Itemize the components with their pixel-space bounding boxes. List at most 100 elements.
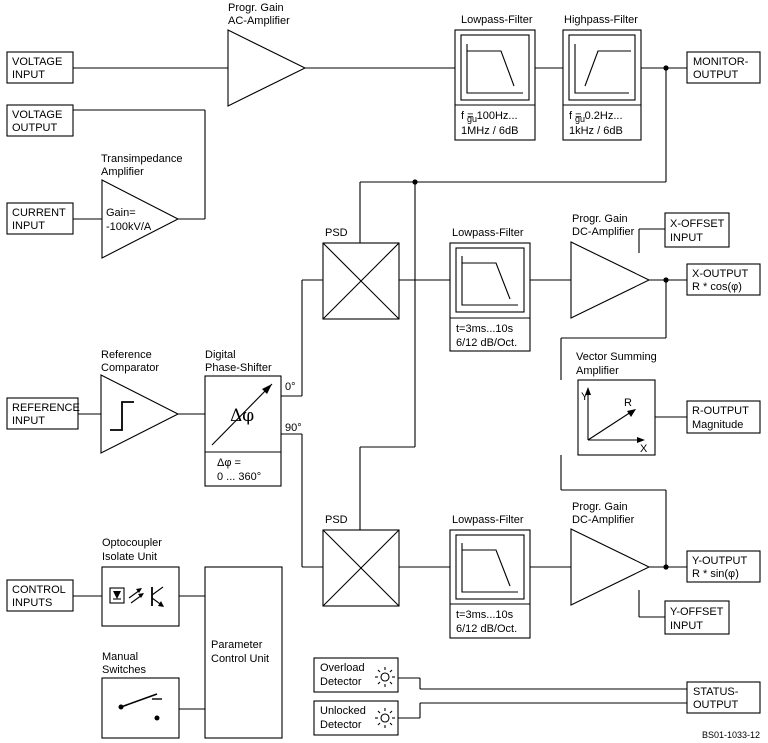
overload-detector: Overload Detector bbox=[313, 657, 399, 693]
reference-input-box: REFERENCE INPUT bbox=[6, 397, 80, 430]
highpass-curve bbox=[584, 50, 631, 87]
svg-text:-100kV/A: -100kV/A bbox=[106, 221, 152, 233]
svg-text:t=3ms...10s: t=3ms...10s bbox=[456, 323, 514, 335]
svg-text:Progr. Gain: Progr. Gain bbox=[572, 213, 628, 225]
svg-text:Vector Summing: Vector Summing bbox=[576, 351, 657, 363]
psd-lower: PSD bbox=[322, 514, 400, 607]
svg-text:Detector: Detector bbox=[320, 719, 362, 731]
figure-reference: BS01-1033-12 bbox=[702, 730, 760, 740]
svg-text:CURRENT: CURRENT bbox=[12, 207, 66, 219]
y-dc-amplifier: Progr. Gain DC-Amplifier bbox=[570, 501, 651, 606]
switch-icon bbox=[118, 693, 162, 721]
lowpass-curve bbox=[467, 50, 515, 87]
y-lowpass-filter: Lowpass-Filter t=3ms...10s 6/12 dB/Oct. bbox=[449, 514, 531, 639]
svg-text:VOLTAGE: VOLTAGE bbox=[12, 56, 62, 68]
voltage-output-box: VOLTAGE OUTPUT bbox=[6, 104, 74, 137]
ac-amplifier: Progr. Gain AC-Amplifier bbox=[227, 2, 307, 107]
manual-switches: Manual Switches bbox=[101, 651, 180, 739]
signal-wires bbox=[73, 67, 687, 719]
vector-summing-amplifier: Vector Summing Amplifier Y R X bbox=[576, 351, 657, 456]
svg-text:PSD: PSD bbox=[325, 227, 348, 239]
svg-text:Detector: Detector bbox=[320, 676, 362, 688]
svg-text:INPUT: INPUT bbox=[12, 415, 45, 427]
amplifier-triangle bbox=[570, 241, 651, 319]
svg-text:Unlocked: Unlocked bbox=[320, 705, 366, 717]
svg-text:Switches: Switches bbox=[102, 664, 147, 676]
svg-text:Δφ: Δφ bbox=[230, 406, 254, 426]
svg-text:Y-OFFSET: Y-OFFSET bbox=[670, 606, 724, 618]
r-output-box: R-OUTPUT Magnitude bbox=[686, 400, 761, 434]
monitor-output-box: MONITOR- OUTPUT bbox=[686, 51, 761, 84]
x-output-box: X-OUTPUT R * cos(φ) bbox=[686, 263, 761, 296]
svg-text:INPUT: INPUT bbox=[12, 69, 45, 81]
svg-text:1MHz / 6dB: 1MHz / 6dB bbox=[461, 125, 518, 137]
svg-text:VOLTAGE: VOLTAGE bbox=[12, 109, 62, 121]
svg-text:Overload: Overload bbox=[320, 662, 365, 674]
lamp-icon bbox=[375, 708, 395, 728]
svg-text:OUTPUT: OUTPUT bbox=[693, 69, 739, 81]
svg-text:Lowpass-Filter: Lowpass-Filter bbox=[461, 14, 533, 26]
svg-text:OUTPUT: OUTPUT bbox=[12, 122, 58, 134]
svg-text:INPUT: INPUT bbox=[670, 232, 703, 244]
status-output-box: STATUS- OUTPUT bbox=[686, 681, 761, 714]
svg-text:Lowpass-Filter: Lowpass-Filter bbox=[452, 514, 524, 526]
reference-comparator: Reference Comparator bbox=[100, 349, 180, 454]
y-output-box: Y-OUTPUT R * sin(φ) bbox=[686, 550, 761, 583]
psd-upper: PSD bbox=[322, 227, 400, 320]
svg-text:REFERENCE: REFERENCE bbox=[12, 402, 80, 414]
digital-phase-shifter: Digital Phase-Shifter Δφ Δφ = 0 ... 360°… bbox=[204, 349, 302, 487]
svg-text:X-OFFSET: X-OFFSET bbox=[670, 218, 725, 230]
monitor-highpass-filter: Highpass-Filter f = 0.2Hz... gu 1kHz / 6… bbox=[562, 14, 642, 141]
svg-text:Manual: Manual bbox=[102, 651, 138, 663]
parameter-control-unit: Parameter Control Unit bbox=[204, 566, 283, 739]
svg-text:0°: 0° bbox=[285, 381, 296, 393]
svg-text:CONTROL: CONTROL bbox=[12, 584, 66, 596]
lamp-icon bbox=[375, 667, 395, 687]
svg-text:X: X bbox=[640, 443, 648, 455]
svg-text:Control Unit: Control Unit bbox=[211, 653, 269, 665]
svg-text:R: R bbox=[624, 397, 632, 409]
svg-text:X-OUTPUT: X-OUTPUT bbox=[692, 268, 749, 280]
y-offset-input-box: Y-OFFSET INPUT bbox=[664, 600, 730, 635]
svg-text:R-OUTPUT: R-OUTPUT bbox=[692, 405, 749, 417]
lowpass-curve bbox=[462, 262, 511, 300]
voltage-input-box: VOLTAGE INPUT bbox=[6, 51, 74, 84]
svg-text:Amplifier: Amplifier bbox=[576, 365, 619, 377]
svg-text:0 ... 360°: 0 ... 360° bbox=[217, 471, 261, 483]
x-offset-input-box: X-OFFSET INPUT bbox=[664, 212, 730, 248]
svg-text:6/12 dB/Oct.: 6/12 dB/Oct. bbox=[456, 337, 517, 349]
amplifier-triangle bbox=[570, 528, 651, 606]
svg-text:Phase-Shifter: Phase-Shifter bbox=[205, 362, 272, 374]
svg-text:Reference: Reference bbox=[101, 349, 152, 361]
amplifier-triangle bbox=[227, 29, 307, 107]
svg-text:t=3ms...10s: t=3ms...10s bbox=[456, 609, 514, 621]
svg-text:Progr. Gain: Progr. Gain bbox=[228, 2, 284, 14]
phase-arrow-icon bbox=[211, 383, 273, 446]
svg-text:6/12 dB/Oct.: 6/12 dB/Oct. bbox=[456, 623, 517, 635]
optocoupler-icon bbox=[109, 586, 164, 607]
svg-text:R * cos(φ): R * cos(φ) bbox=[692, 281, 742, 293]
filter-axes bbox=[466, 44, 523, 94]
svg-text:R * sin(φ): R * sin(φ) bbox=[692, 568, 739, 580]
svg-text:Δφ =: Δφ = bbox=[217, 457, 241, 469]
svg-text:MONITOR-: MONITOR- bbox=[693, 56, 749, 68]
monitor-lowpass-filter: Lowpass-Filter f = 100Hz... gu 1MHz / 6d… bbox=[454, 14, 536, 141]
amplifier-triangle bbox=[101, 179, 180, 259]
svg-text:Amplifier: Amplifier bbox=[101, 166, 144, 178]
transimpedance-amplifier: Transimpedance Amplifier Gain= -100kV/A bbox=[101, 153, 183, 259]
svg-text:PSD: PSD bbox=[325, 514, 348, 526]
svg-text:f = 100Hz...: f = 100Hz... bbox=[461, 110, 518, 122]
control-inputs-box: CONTROL INPUTS bbox=[6, 579, 74, 612]
svg-text:Comparator: Comparator bbox=[101, 362, 159, 374]
svg-text:OUTPUT: OUTPUT bbox=[693, 699, 739, 711]
x-dc-amplifier: Progr. Gain DC-Amplifier bbox=[570, 213, 651, 319]
svg-text:Y-OUTPUT: Y-OUTPUT bbox=[692, 555, 747, 567]
filter-axes bbox=[461, 543, 518, 593]
optocoupler-isolate-unit: Optocoupler Isolate Unit bbox=[101, 537, 180, 627]
svg-text:f = 0.2Hz...: f = 0.2Hz... bbox=[569, 110, 623, 122]
svg-text:Lowpass-Filter: Lowpass-Filter bbox=[452, 227, 524, 239]
svg-text:Highpass-Filter: Highpass-Filter bbox=[564, 14, 638, 26]
svg-text:gu: gu bbox=[467, 114, 477, 124]
svg-text:Progr. Gain: Progr. Gain bbox=[572, 501, 628, 513]
